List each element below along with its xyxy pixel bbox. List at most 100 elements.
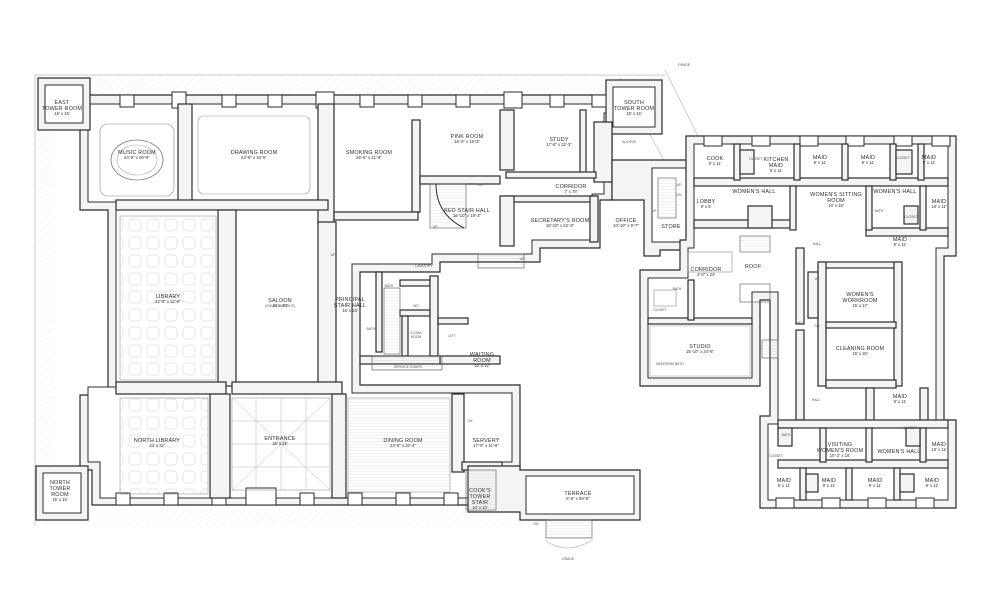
room-label-red-stair: RED STAIR HALL	[444, 208, 490, 214]
room-label-study: STUDY	[549, 137, 568, 143]
room-dimension-maid-11: 9' x 11'	[926, 483, 939, 488]
room-dimension-kitchen-maid: 9' x 11'	[770, 168, 783, 173]
room-label-kitchen-maid: KITCHEN	[763, 157, 788, 163]
room-label-corridor-1: CORRIDOR	[556, 184, 587, 190]
room-label-office: OFFICE	[616, 218, 637, 224]
label-dn-right: DN	[677, 193, 682, 197]
room-label-maid-1: MAID	[813, 155, 827, 161]
towers	[35, 77, 663, 521]
room-label-north-tower: TOWER	[50, 486, 71, 492]
room-dimension-cleaning: 15' x 20'	[852, 351, 868, 356]
room-label-library: LIBRARY	[156, 294, 181, 300]
room-dimension-pink: 16'-2" x 19'-3"	[454, 139, 480, 144]
label-closet-3: CLOSET	[903, 426, 917, 430]
room-label-smoking: SMOKING ROOM	[346, 150, 392, 156]
surrounding-paving	[34, 69, 701, 526]
room-dimension-secretary: 10'-10" x 22'-3"	[546, 223, 575, 228]
label-bath-1: BATH	[385, 284, 394, 288]
room-dimension-saloon: 44' x 23'	[272, 303, 288, 308]
room-dimension-smoking: 26'-6" x 21'-9"	[356, 155, 382, 160]
label-up-lav: UP	[520, 257, 525, 261]
room-label-pink: PINK ROOM	[451, 134, 484, 140]
room-dimension-study: 17'-8" x 22'-3"	[546, 142, 572, 147]
room-dimension-womens-sitting: 10' x 18'	[828, 203, 844, 208]
room-label-womens-sitting: WOMEN'S SITTING	[810, 192, 862, 198]
room-label-studio: STUDIO	[689, 344, 711, 350]
label-closet-6: CLOSET	[749, 157, 763, 161]
room-dimension-maid-2: 9' x 11'	[862, 160, 875, 165]
room-dimension-south-tower: 15' x 15'	[626, 111, 642, 116]
connector-link	[611, 159, 701, 257]
room-label-east-tower: EAST	[55, 100, 70, 106]
room-dimension-office: 10'-10" x 9'-7"	[613, 223, 639, 228]
room-dimension-waiting: 16' x 12'	[474, 363, 490, 368]
room-label-principal-stair: PRINCIPAL	[335, 297, 365, 303]
label-double-height: (DOUBLE HEIGHT)	[265, 304, 295, 308]
label-bath-3: BATH	[673, 287, 682, 291]
label-up-right: UP	[677, 183, 682, 187]
music-room-oval	[99, 123, 175, 197]
service-wing-partitions	[693, 143, 949, 501]
room-label-cook: COOK	[707, 156, 724, 162]
room-label-visiting-womens: VISITING	[828, 442, 853, 448]
label-closet-2: CLOSET	[904, 215, 918, 219]
room-label-womens-workroom: WOMEN'S	[846, 292, 873, 298]
room-dimension-corridor-2: 4'-0" x 24'	[697, 272, 715, 277]
room-dimension-womens-workroom: 15' x 17'	[852, 303, 868, 308]
room-label-waiting: WAITING	[470, 352, 494, 358]
label-bath-5: BATH	[782, 433, 791, 437]
room-label-north-tower: NORTH	[50, 480, 70, 486]
room-dimension-studio: 15'-10" x 24'-6"	[686, 349, 715, 354]
label-up-hall: UP	[815, 277, 820, 281]
room-label-music: MUSIC ROOM	[118, 150, 156, 156]
room-label-cleaning: CLEANING ROOM	[836, 346, 885, 352]
label-cloak: CLOAK	[410, 331, 422, 335]
room-dimension-maid-9: 9' x 11'	[823, 483, 836, 488]
room-label-cooks-stair: COOK'S	[469, 488, 491, 494]
label-bath-4: BATH	[875, 209, 884, 213]
room-dimension-dining: 24'-6" x 32'-4"	[390, 443, 416, 448]
room-dimension-cooks-stair: 10' x 10'	[472, 505, 488, 510]
room-label-maid-11: MAID	[925, 478, 939, 484]
lavatory-stair	[477, 253, 525, 269]
room-label-visiting-womens: WOMEN'S ROOM	[817, 448, 864, 454]
room-label-secretary: SECRETARY'S ROOM	[531, 218, 590, 224]
room-label-maid-2: MAID	[861, 155, 875, 161]
label-hall-2: HALL	[796, 321, 805, 325]
room-dimension-terrace: 8'-6" x 59'-6"	[566, 496, 590, 501]
room-dimension-maid-1: 9' x 11'	[814, 160, 827, 165]
room-dimension-corridor-1: 7' x 78'	[564, 189, 577, 194]
room-label-principal-stair: STAIR HALL	[334, 303, 366, 309]
room-dimension-servery: 17'-9" x 11'-9"	[473, 443, 499, 448]
room-label-maid-3: MAID	[922, 155, 936, 161]
label-lift: LIFT	[449, 334, 456, 338]
room-label-south-tower: SOUTH	[624, 100, 644, 106]
room-label-maid-9: MAID	[822, 478, 836, 484]
label-lavatory: LAVATORY	[415, 264, 433, 268]
room-label-cooks-stair: TOWER	[470, 494, 491, 500]
room-label-drawing: DRAWING ROOM	[231, 150, 278, 156]
room-dimension-east-tower: 15' x 15'	[54, 111, 70, 116]
room-label-kitchen-maid: MAID	[769, 163, 783, 169]
principal-stair	[371, 287, 443, 371]
room-label-lobby: LOBBY	[697, 199, 716, 205]
red-stair	[429, 183, 467, 229]
label-dn-servery: DN	[468, 419, 473, 423]
room-dimension-visiting-womens: 10'-2" x 16'	[830, 453, 851, 458]
room-label-womens-workroom: WORKROOM	[842, 298, 877, 304]
room-dimension-maid-5: 9' x 11'	[894, 242, 907, 247]
room-label-north-library: NORTH LIBRARY	[134, 438, 180, 444]
room-dimension-entrance: 25' x 25'	[272, 441, 288, 446]
label-up-office: UP	[652, 209, 657, 213]
room-dimension-music: 24'-6" x 20'-9"	[124, 155, 150, 160]
room-label-womens-sitting: ROOM	[827, 198, 845, 204]
room-label-maid-7: MAID	[932, 442, 946, 448]
room-label-womens-hall-3: WOMEN'S HALL	[877, 449, 920, 455]
terrace-wing	[465, 465, 641, 549]
room-dimension-library: 42'-8" x 22'-8"	[155, 299, 181, 304]
room-label-maid-8: MAID	[777, 478, 791, 484]
room-dimension-red-stair: 16'-10" x 19'-3"	[453, 213, 482, 218]
label-dn-hall: DN	[815, 324, 820, 328]
